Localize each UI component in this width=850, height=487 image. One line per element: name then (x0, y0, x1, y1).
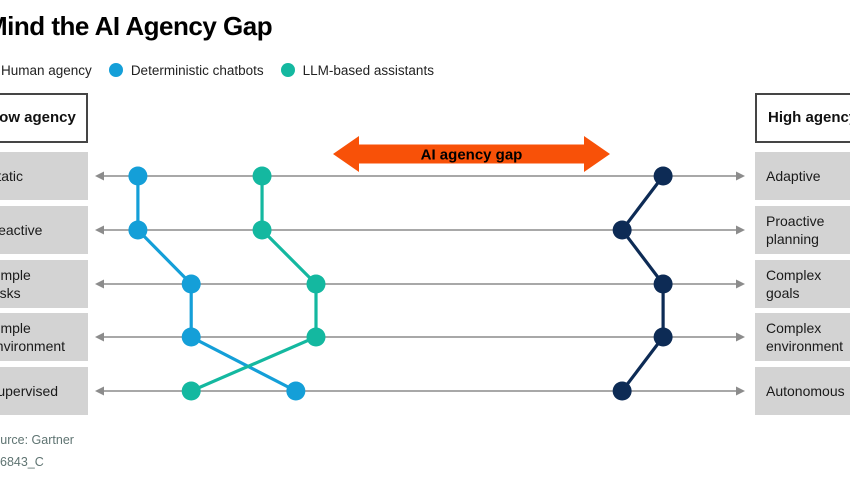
chart-id-note: 6843_C (0, 455, 44, 469)
data-point (306, 327, 326, 347)
axis-arrowhead-right-icon (736, 332, 745, 342)
row-label-right: Adaptive (755, 152, 850, 200)
data-point (252, 166, 272, 186)
legend-dot-llm-assistants-icon (280, 63, 295, 77)
axis-arrowhead-left-icon (95, 171, 104, 181)
low-agency-header: Low agency (0, 93, 88, 143)
data-point (181, 327, 201, 347)
data-point (181, 274, 201, 294)
high-agency-header: High agency (755, 93, 850, 143)
axis-arrowhead-right-icon (736, 279, 745, 289)
row-label-right: Complex environment (755, 313, 850, 361)
row-label-left: Simple tasks (0, 260, 88, 308)
data-point (128, 220, 148, 240)
high-agency-header-label: High agency (768, 109, 850, 126)
legend-label: Deterministic chatbots (130, 62, 264, 78)
row-label-right: Complex goals (755, 260, 850, 308)
low-agency-header-label: Low agency (0, 109, 76, 126)
legend-dot-deterministic-chatbots-icon (108, 63, 123, 77)
axis-arrowhead-right-icon (736, 171, 745, 181)
ai-agency-gap-arrow-icon (333, 136, 610, 172)
data-point (128, 166, 148, 186)
data-point (286, 381, 306, 401)
legend-item-deterministic-chatbots: Deterministic chatbots (108, 62, 264, 78)
row-label-right: Proactive planning (755, 206, 850, 254)
row-label-left: Static (0, 152, 88, 200)
row-label-right: Autonomous (755, 367, 850, 415)
data-point (181, 381, 201, 401)
legend: Human agency Deterministic chatbots LLM-… (0, 62, 434, 78)
legend-item-llm-assistants: LLM-based assistants (280, 62, 434, 78)
row-label-left: Reactive (0, 206, 88, 254)
data-point (612, 381, 632, 401)
row-label-left: Supervised (0, 367, 88, 415)
axis-arrowhead-left-icon (95, 225, 104, 235)
axis-arrowhead-right-icon (736, 225, 745, 235)
legend-label: LLM-based assistants (302, 62, 434, 78)
row-label-left: Simple environment (0, 313, 88, 361)
data-point (612, 220, 632, 240)
legend-label: Human agency (1, 62, 92, 78)
data-point (653, 166, 673, 186)
axis-arrowhead-right-icon (736, 386, 745, 396)
ai-agency-gap-label: AI agency gap (421, 147, 523, 164)
data-point (653, 327, 673, 347)
axis-arrowhead-left-icon (95, 386, 104, 396)
data-point (252, 220, 272, 240)
chart-title: Mind the AI Agency Gap (0, 11, 273, 41)
axis-arrowhead-left-icon (95, 279, 104, 289)
axis-arrowhead-left-icon (95, 332, 104, 342)
source-attribution: Source: Gartner (0, 433, 74, 447)
data-point (306, 274, 326, 294)
legend-item-human-agency: Human agency (0, 63, 92, 78)
data-point (653, 274, 673, 294)
